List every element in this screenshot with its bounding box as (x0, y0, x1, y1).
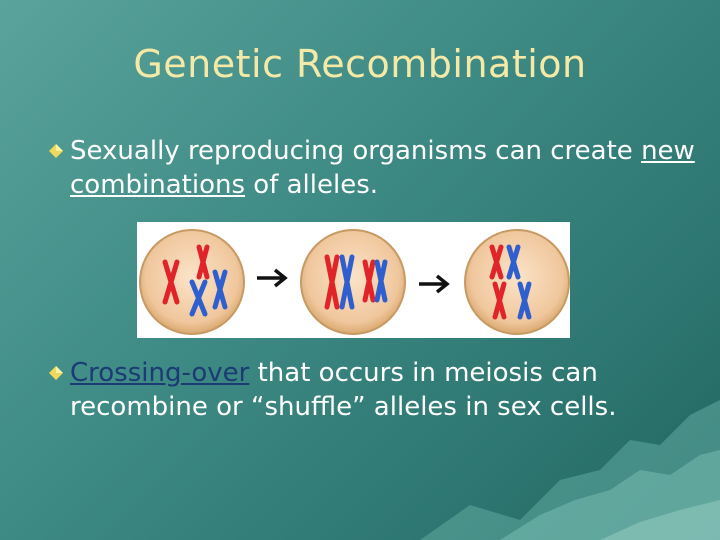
recombination-figure (137, 222, 570, 338)
diamond-bullet-icon (49, 144, 63, 158)
cell-1 (139, 229, 245, 335)
crossing-over-link[interactable]: Crossing-over (70, 358, 250, 388)
bullet-2-text: that occurs in meiosis can recombine or … (70, 358, 617, 422)
cell-division-diagram (139, 229, 570, 335)
diamond-bullet-icon (49, 366, 63, 380)
bullet-2: Crossing-over that occurs in meiosis can… (48, 356, 698, 424)
cell-3 (464, 229, 570, 335)
arrow-icon (257, 268, 288, 288)
bullet-1-text-start: Sexually reproducing organisms can creat… (70, 136, 642, 166)
cell-2 (300, 229, 406, 335)
new-combinations-text: new combinations (70, 136, 695, 200)
arrow-icon (419, 274, 450, 294)
bullet-1-text-end: of alleles. (245, 170, 379, 200)
bullet-1: Sexually reproducing organisms can creat… (48, 134, 698, 202)
slide-title: Genetic Recombination (133, 42, 587, 86)
